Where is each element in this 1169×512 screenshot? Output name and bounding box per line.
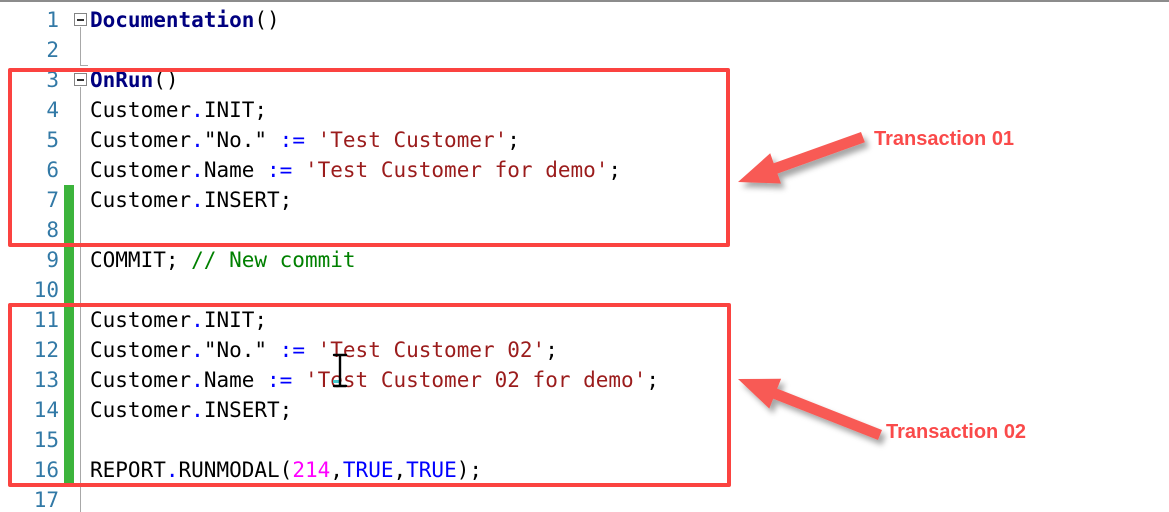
code-line[interactable]: 10 bbox=[0, 275, 1169, 305]
fold-column bbox=[74, 65, 90, 95]
code-line[interactable]: 14 Customer.INSERT; bbox=[0, 395, 1169, 425]
line-number: 13 bbox=[33, 368, 59, 392]
code-line[interactable]: 4 Customer.INIT; bbox=[0, 95, 1169, 125]
line-number: 9 bbox=[46, 248, 59, 272]
transaction-02-box bbox=[8, 303, 731, 487]
code-line[interactable]: 15 bbox=[0, 425, 1169, 455]
line-number: 5 bbox=[46, 128, 59, 152]
change-bar bbox=[64, 245, 74, 275]
code-text: OnRun() bbox=[90, 68, 179, 92]
fold-column bbox=[74, 485, 90, 512]
code-text: Customer.INSERT; bbox=[90, 188, 293, 212]
line-number: 17 bbox=[33, 488, 59, 512]
change-bar bbox=[64, 395, 74, 425]
code-text: REPORT.RUNMODAL(214,TRUE,TRUE); bbox=[90, 458, 483, 482]
code-line[interactable]: 13 Customer.Name := 'Test Customer 02 for… bbox=[0, 365, 1169, 395]
change-bar bbox=[64, 215, 74, 245]
change-bar bbox=[64, 455, 74, 485]
code-line[interactable]: 16 REPORT.RUNMODAL(214,TRUE,TRUE); bbox=[0, 455, 1169, 485]
code-line[interactable]: 5 Customer."No." := 'Test Customer'; bbox=[0, 125, 1169, 155]
fold-column bbox=[74, 35, 90, 65]
fold-guide-tick bbox=[80, 65, 88, 66]
line-number: 11 bbox=[33, 308, 59, 332]
change-bar bbox=[64, 425, 74, 455]
fold-column bbox=[74, 5, 90, 35]
fold-guide-line bbox=[80, 87, 81, 512]
line-number: 4 bbox=[46, 98, 59, 122]
transaction-02-label: Transaction 02 bbox=[886, 421, 1027, 443]
line-number: 1 bbox=[46, 8, 59, 32]
code-text: Documentation() bbox=[90, 8, 280, 32]
code-line[interactable]: 2 bbox=[0, 35, 1169, 65]
code-text: COMMIT; // New commit bbox=[90, 248, 356, 272]
line-number: 12 bbox=[33, 338, 59, 362]
code-line[interactable]: 17 bbox=[0, 485, 1169, 512]
code-line[interactable]: 8 bbox=[0, 215, 1169, 245]
change-bar bbox=[64, 305, 74, 335]
code-line[interactable]: 1 Documentation() bbox=[0, 5, 1169, 35]
code-line[interactable]: 7 Customer.INSERT; bbox=[0, 185, 1169, 215]
collapse-minus-icon[interactable] bbox=[74, 73, 87, 86]
change-bar bbox=[64, 185, 74, 215]
line-number: 15 bbox=[33, 428, 59, 452]
code-text: Customer.Name := 'Test Customer 02 for d… bbox=[90, 368, 660, 392]
fold-column bbox=[74, 275, 90, 305]
collapse-minus-icon[interactable] bbox=[74, 13, 87, 26]
code-line[interactable]: 6 Customer.Name := 'Test Customer for dem… bbox=[0, 155, 1169, 185]
code-text: Customer.INSERT; bbox=[90, 398, 293, 422]
code-text: Customer.Name := 'Test Customer for demo… bbox=[90, 158, 622, 182]
line-number: 14 bbox=[33, 398, 59, 422]
code-line[interactable]: 3 OnRun() bbox=[0, 65, 1169, 95]
line-number: 16 bbox=[33, 458, 59, 482]
transaction-01-box bbox=[8, 68, 730, 247]
transaction-01-label: Transaction 01 bbox=[874, 128, 1015, 150]
change-bar bbox=[64, 275, 74, 305]
change-bar-empty bbox=[64, 35, 74, 65]
code-line[interactable]: 12 Customer."No." := 'Test Customer 02'; bbox=[0, 335, 1169, 365]
change-bar bbox=[64, 365, 74, 395]
line-number: 10 bbox=[33, 278, 59, 302]
code-text: Customer.INIT; bbox=[90, 308, 268, 332]
change-bar-empty bbox=[64, 5, 74, 35]
code-text: Customer."No." := 'Test Customer'; bbox=[90, 128, 520, 152]
fold-column bbox=[74, 245, 90, 275]
line-number: 2 bbox=[46, 38, 59, 62]
fold-guide-line bbox=[80, 27, 81, 66]
code-line[interactable]: 11 Customer.INIT; bbox=[0, 305, 1169, 335]
line-number: 6 bbox=[46, 158, 59, 182]
code-line[interactable]: 9 COMMIT; // New commit bbox=[0, 245, 1169, 275]
code-text: Customer.INIT; bbox=[90, 98, 268, 122]
line-number: 3 bbox=[46, 68, 59, 92]
change-bar-empty bbox=[64, 485, 74, 512]
change-bar bbox=[64, 335, 74, 365]
line-number: 8 bbox=[46, 218, 59, 242]
code-text: Customer."No." := 'Test Customer 02'; bbox=[90, 338, 558, 362]
line-number: 7 bbox=[46, 188, 59, 212]
